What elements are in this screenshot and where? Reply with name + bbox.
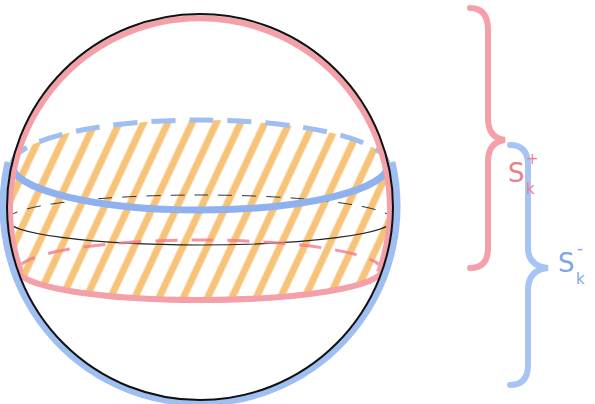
set-symbol: S [558, 250, 575, 276]
red-brace [470, 8, 505, 268]
blue-latitude-back [12, 120, 388, 165]
red-latitude-back [18, 240, 382, 270]
sphere-outline [7, 14, 393, 400]
blue-latitude-front [12, 165, 388, 210]
red-cap-outline [10, 18, 390, 272]
superscript-sign: + [526, 152, 539, 167]
blue-cap-outline [3, 162, 397, 403]
subscript-index: k [526, 182, 535, 197]
hatched-band [7, 120, 392, 300]
superscript-sign: - [577, 240, 583, 257]
set-symbol: S [508, 160, 525, 186]
red-latitude-front [18, 270, 382, 300]
subscript-index: k [576, 272, 585, 287]
